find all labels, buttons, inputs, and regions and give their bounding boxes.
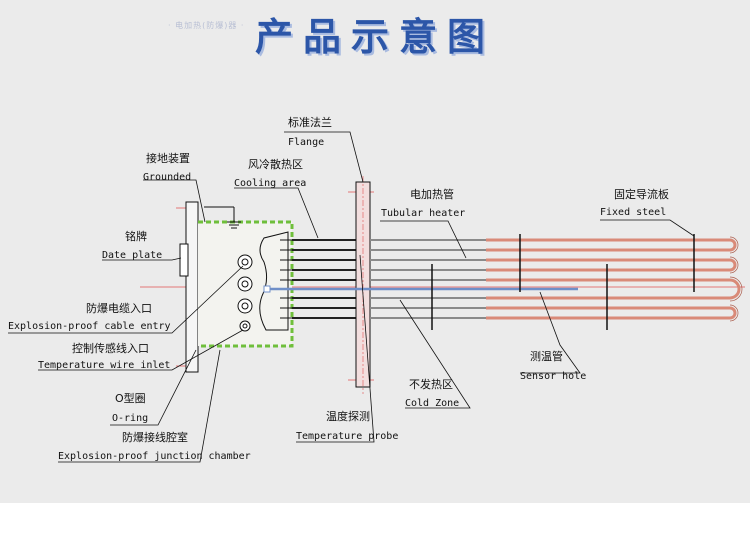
temperature-probe-label-en: Temperature probe [296,431,398,442]
fixed-steel-label-cn: 固定导流板 [614,187,669,201]
junction-chamber-label-en: Explosion-proof junction chamber [58,451,251,462]
grounded-label-en: Grounded [143,172,191,183]
footer-strip [0,503,750,540]
grounded-label-cn: 接地装置 [146,152,190,165]
sensor-hole-label-cn: 测温管 [530,349,563,363]
cooling-area-tubes [292,239,356,319]
cable-entry-label-cn: 防爆电缆入口 [86,301,152,315]
terminal-pins [280,239,292,319]
wire-inlet-label-cn: 控制传感线入口 [72,341,149,355]
date-plate-label-cn: 铭牌 [125,229,147,243]
cable-gland-2 [237,276,253,292]
temperature-probe-label-cn: 温度探测 [326,409,370,423]
mounting-plate [185,201,199,373]
tubular-heater-label-en: Tubular heater [381,208,465,219]
flange-label-en: Flange [288,137,324,148]
wire-inlet-label-en: Temperature wire inlet [38,360,170,371]
tubular-heater-label-cn: 电加热管 [410,187,454,201]
page-title: 产品示意图 [254,14,495,59]
junction-chamber-label-cn: 防爆接线腔室 [122,430,188,444]
leader-lines [8,131,695,463]
date-plate [179,243,189,277]
date-plate-label-en: Date plate [102,250,162,261]
u-bend-outline [729,236,743,322]
wire-inlet-gland [239,320,251,332]
cable-gland-1 [237,254,253,270]
o-ring-label-cn: O型圈 [115,391,146,405]
cooling-area-label-en: Cooling area [234,178,306,189]
cooling-area-label-cn: 风冷散热区 [248,157,303,171]
ground-symbol [204,206,241,229]
cold-zone-label-cn: 不发热区 [409,377,453,391]
heater-tubes [486,238,741,320]
cable-gland-3 [237,298,253,314]
o-ring-label-en: O-ring [112,413,148,424]
flange-label-cn: 标准法兰 [288,115,332,129]
fixed-steel-label-en: Fixed steel [600,207,666,218]
cold-zone-tubes [370,239,486,319]
cold-zone-label-en: Cold Zone [405,398,459,409]
cable-entry-label-en: Explosion-proof cable entry [8,321,171,332]
faint-subtitle: · 电加热(防爆)器 · [168,21,245,30]
sensor-head [263,285,271,293]
sensor-hole-label-en: Sensor hole [520,371,586,382]
